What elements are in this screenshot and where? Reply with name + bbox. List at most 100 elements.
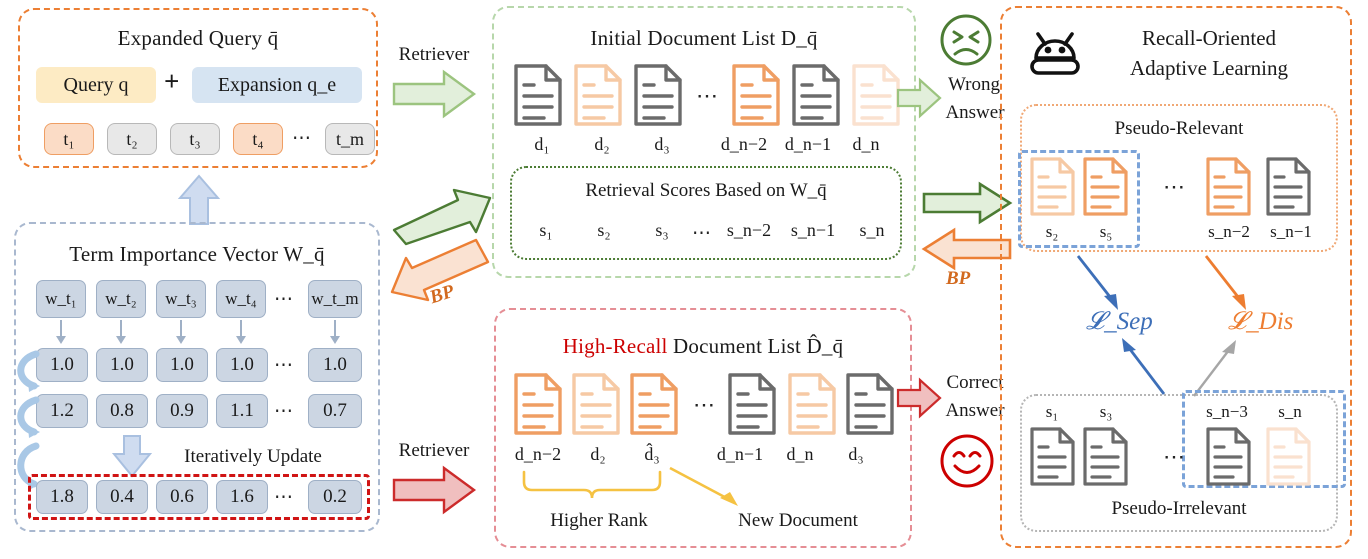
pseudo-irrelevant-documents: ⋯ <box>1030 427 1311 486</box>
weight-row2-cell-4: 1.1 <box>216 394 268 428</box>
w-cell-3: w_t₃ <box>156 280 206 318</box>
token-chip-2: t₂ <box>107 123 157 155</box>
weight-row1-cell-m: 1.0 <box>308 348 362 382</box>
pseudo-irrelevant-score-3: s₃ <box>1099 402 1113 421</box>
wrong-answer-line2: Answer <box>945 102 1005 123</box>
initial-doc-label-2: d₂ <box>594 134 610 154</box>
weight-row1-ellipsis: ⋯ <box>274 355 295 376</box>
weight-row1-cell-3: 1.0 <box>156 348 208 382</box>
pseudo-irrelevant-selection-highlight <box>1182 390 1346 488</box>
svg-text:⋯: ⋯ <box>1163 444 1185 469</box>
weight-row2-ellipsis: ⋯ <box>274 401 295 422</box>
w-to-value-arrows <box>56 320 340 344</box>
retriever-top-label: Retriever <box>398 44 470 65</box>
pseudo-relevant-score-n2: s_n−2 <box>1208 222 1250 241</box>
expansion-chip: Expansion q_e <box>192 67 362 103</box>
correct-answer-arrow <box>896 377 942 419</box>
weight-row1-cell-4: 1.0 <box>216 348 268 382</box>
score-label-2: s₂ <box>597 220 611 240</box>
adaptive-learning-panel: Recall-Oriented Adaptive Learning Pseudo… <box>1000 6 1352 548</box>
higher-rank-label: Higher Rank <box>550 510 648 531</box>
initial-doc-label-n2: d_n−2 <box>720 134 768 154</box>
high-recall-doc-label-3: d̂₃ <box>644 444 660 464</box>
adaptive-learning-title-line1: Recall-Oriented <box>1141 26 1277 50</box>
correct-answer-line2: Answer <box>945 400 1005 421</box>
w-cell-2: w_t₂ <box>96 280 146 318</box>
iteratively-update-arrow <box>111 435 153 478</box>
iteratively-update-label: Iteratively Update <box>184 446 322 467</box>
weight-row1-cell-2: 1.0 <box>96 348 148 382</box>
pseudo-relevant-score-n1: s_n−1 <box>1270 222 1312 241</box>
weight-row3-cell-1: 1.8 <box>36 480 88 514</box>
high-recall-doc-label-n: d_n <box>786 444 814 464</box>
weight-row3-cell-2: 0.4 <box>96 480 148 514</box>
pseudo-relevant-score-1: s₂ <box>1045 222 1059 241</box>
weight-row2-cell-2: 0.8 <box>96 394 148 428</box>
high-recall-doc-label-1: d_n−2 <box>514 444 562 464</box>
retriever-top-arrow <box>392 69 477 119</box>
high-recall-title-highlight: High-Recall <box>562 334 668 358</box>
retrieval-scores-title: Retrieval Scores Based on W_q̄ <box>585 180 827 201</box>
pseudo-irrelevant-box: s₁ s₃ s_n−3 s_n ⋯ Pseudo-Irrelevant <box>1020 390 1346 532</box>
initial-doc-label-n: d_n <box>852 134 880 154</box>
backprop-arrow-left <box>390 238 490 302</box>
pseudo-relevant-documents: ⋯ <box>1030 157 1311 216</box>
weight-row1-cell-1: 1.0 <box>36 348 88 382</box>
high-recall-documents: ⋯ <box>514 373 894 435</box>
happy-face-icon <box>940 434 994 488</box>
plus-sign: + <box>164 66 180 96</box>
update-up-arrow <box>177 174 221 225</box>
pseudo-relevant-score-2: s₅ <box>1099 222 1113 241</box>
initial-doc-label-1: d₁ <box>534 134 550 154</box>
w-cell-4: w_t₄ <box>216 280 266 318</box>
robot-icon <box>1030 32 1080 75</box>
forward-pass-arrow-left <box>392 188 492 246</box>
retriever-bottom-label: Retriever <box>398 440 470 461</box>
weight-row2-cell-1: 1.2 <box>36 394 88 428</box>
token-chip-m: t_m <box>325 123 375 155</box>
high-recall-list-panel: High-Recall Document List D̂_q̄ ⋯ d_n−2 … <box>494 308 912 548</box>
pseudo-irrelevant-score-1: s₁ <box>1045 402 1059 421</box>
svg-text:⋯: ⋯ <box>1163 174 1185 199</box>
high-recall-title-rest: Document List D̂_q̄ <box>667 334 844 358</box>
pseudo-irrelevant-label: Pseudo-Irrelevant <box>1111 498 1247 519</box>
pseudo-relevant-label: Pseudo-Relevant <box>1114 118 1244 139</box>
pseudo-irrelevant-score-n3: s_n−3 <box>1206 402 1248 421</box>
term-vector-title: Term Importance Vector W_q̄ <box>69 242 325 266</box>
initial-document-list-panel: Initial Document List D_q̄ ⋯ d₁ d₂ d₃ d_… <box>492 6 916 278</box>
pseudo-irrelevant-score-n: s_n <box>1278 402 1302 421</box>
forward-pass-arrow-right <box>922 181 1013 225</box>
score-label-n2: s_n−2 <box>726 220 772 240</box>
query-chip: Query q <box>36 67 156 103</box>
score-ellipsis: ⋯ <box>692 223 713 244</box>
adaptive-learning-title-line2: Adaptive Learning <box>1129 56 1289 80</box>
final-weight-row-highlight <box>28 474 370 520</box>
pseudo-relevant-box: Pseudo-Relevant ⋯ s₂ s₅ s_n−2 s_n−1 <box>1018 104 1338 252</box>
w-cell-1: w_t₁ <box>36 280 86 318</box>
token-chip-1: t₁ <box>44 123 94 155</box>
expanded-query-title: Expanded Query q̄ <box>117 26 279 50</box>
high-recall-title: High-Recall Document List D̂_q̄ <box>496 334 910 359</box>
loss-dis-arrow-from-irrelevant <box>1193 340 1236 397</box>
weight-row2-cell-3: 0.9 <box>156 394 208 428</box>
w-cell-ellipsis: ⋯ <box>274 289 295 310</box>
weight-row2-cell-m: 0.7 <box>308 394 362 428</box>
initial-list-documents: ⋯ <box>514 64 900 126</box>
expanded-query-panel: Expanded Query q̄ Query q + Expansion q_… <box>18 8 378 168</box>
loss-dis-arrow-from-relevant <box>1204 255 1246 310</box>
initial-list-title: Initial Document List D_q̄ <box>590 26 818 50</box>
score-label-1: s₁ <box>539 220 553 240</box>
wrong-answer-line1: Wrong <box>948 74 1000 95</box>
weight-row3-cell-3: 0.6 <box>156 480 208 514</box>
loss-sep-label: 𝓛_Sep <box>1086 308 1153 335</box>
score-label-3: s₃ <box>655 220 669 240</box>
score-label-n: s_n <box>859 220 885 240</box>
backprop-arrow-right <box>921 227 1012 271</box>
high-recall-doc-label-2: d₂ <box>590 444 606 464</box>
loss-sep-arrow-from-irrelevant <box>1122 338 1166 395</box>
higher-rank-brace <box>522 466 738 506</box>
retrieval-scores-box: Retrieval Scores Based on W_q̄ s₁ s₂ s₃ … <box>510 166 902 260</box>
wrong-answer-arrow <box>896 77 942 119</box>
high-recall-doc-label-d3: d₃ <box>848 444 864 464</box>
svg-text:⋯: ⋯ <box>696 83 718 108</box>
